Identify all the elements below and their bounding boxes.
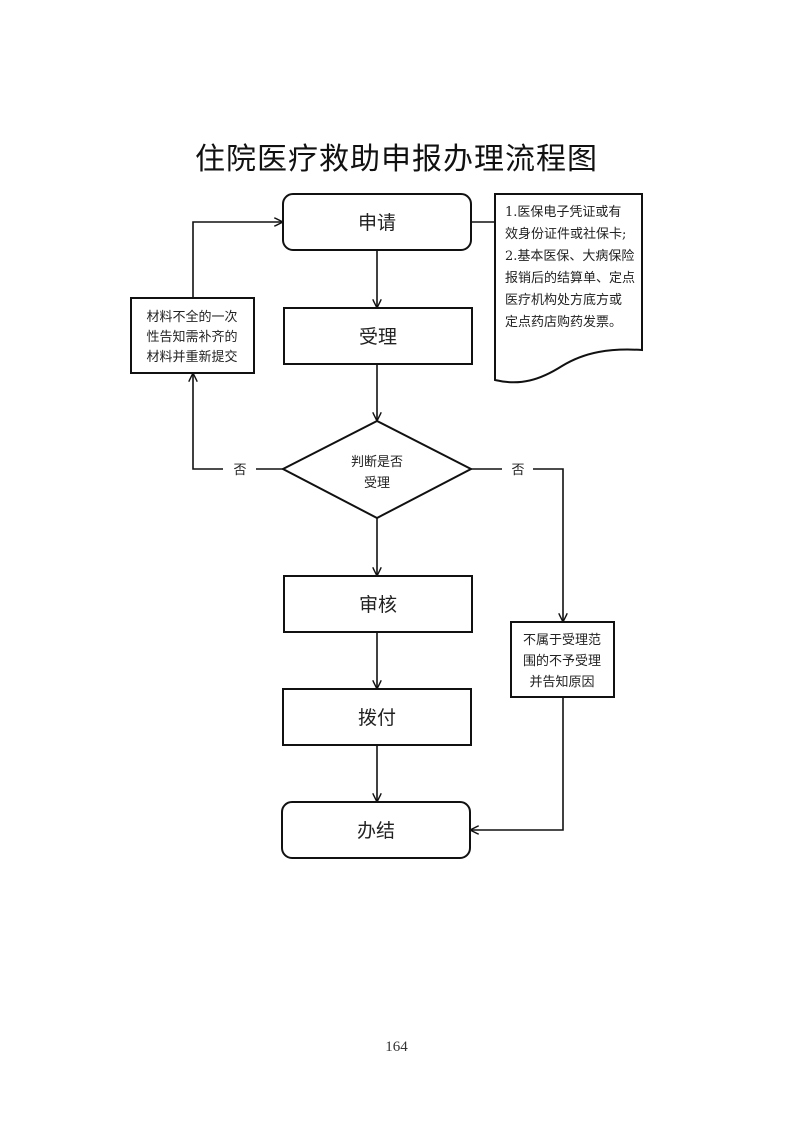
node-documents-line-4: 报销后的结算单、定点 — [505, 270, 635, 286]
node-reject-line-3: 并告知原因 — [529, 674, 594, 690]
node-documents — [494, 193, 643, 384]
node-reject-line-2: 围的不予受理 — [523, 653, 601, 669]
node-decision-label-2: 受理 — [364, 476, 390, 491]
node-review — [283, 575, 473, 633]
node-decision-label-1: 判断是否 — [351, 455, 403, 470]
node-documents-line-6: 定点药店购药发票。 — [505, 314, 622, 330]
node-documents-line-1: 1.医保电子凭证或有 — [505, 205, 621, 220]
node-documents-line-5: 医疗机构处方底方或 — [505, 292, 622, 308]
node-resubmit-line-1: 材料不全的一次 — [146, 309, 237, 325]
node-resubmit-line-2: 性告知需补齐的 — [146, 329, 237, 345]
node-apply-label: 申请 — [358, 212, 396, 234]
node-accept — [283, 307, 473, 365]
node-review-label: 审核 — [359, 594, 397, 616]
page-number: 164 — [385, 1039, 408, 1055]
edge-label-right-no: 否 — [511, 463, 524, 478]
edge-label-left-no: 否 — [233, 463, 246, 478]
node-documents-line-2: 效身份证件或社保卡; — [505, 226, 626, 242]
node-payment-label: 拨付 — [358, 707, 396, 729]
node-complete — [281, 801, 471, 859]
node-resubmit-line-3: 材料并重新提交 — [146, 349, 237, 365]
edge-decision-resubmit-2 — [193, 374, 223, 470]
edge-reject-complete — [471, 697, 564, 830]
edge-decision-reject-2 — [533, 468, 563, 621]
node-documents-line-3: 2.基本医保、大病保险 — [505, 249, 634, 264]
node-complete-label: 办结 — [357, 820, 395, 842]
node-reject-line-1: 不属于受理范 — [523, 633, 601, 648]
edge-resubmit-apply — [192, 222, 282, 298]
node-accept-label: 受理 — [359, 326, 397, 348]
page-title: 住院医疗救助申报办理流程图 — [195, 142, 598, 177]
